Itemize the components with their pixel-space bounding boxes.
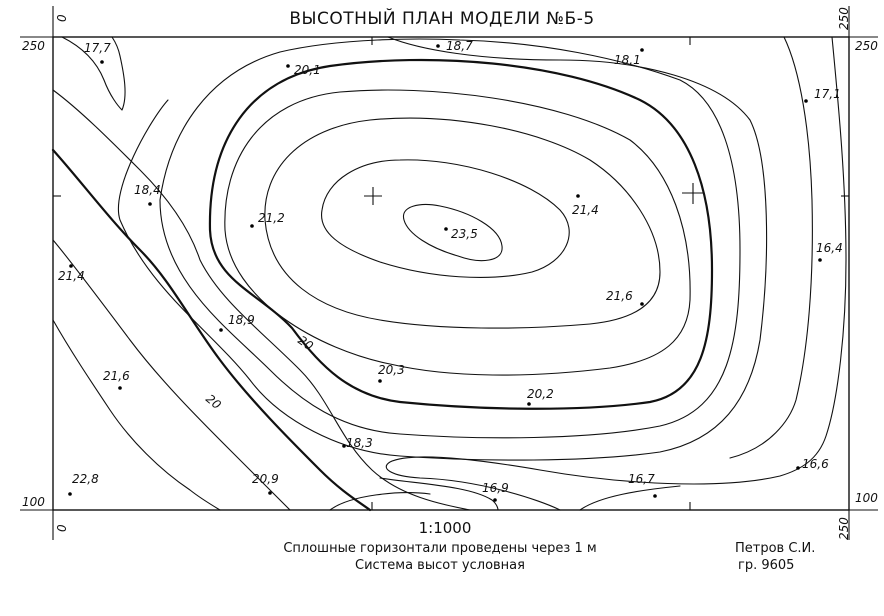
spot-height-label: 18,9	[228, 313, 255, 327]
contour-ring	[159, 38, 741, 439]
spot-dot	[527, 402, 531, 406]
contour-edge	[52, 89, 471, 511]
spot-dot	[640, 48, 644, 52]
spot-dot	[436, 44, 440, 48]
spot-dot	[286, 64, 290, 68]
spot-height-label: 23,5	[451, 227, 478, 241]
spot-height-label: 18,3	[346, 436, 373, 450]
spot-dot	[796, 466, 800, 470]
elevation-system-note: Система высот условная	[355, 558, 525, 573]
contour-label: 20	[203, 392, 224, 413]
spot-dot	[804, 99, 808, 103]
contour-edge	[729, 36, 813, 459]
spot-height-label: 22,8	[72, 472, 99, 486]
contour-edge	[52, 319, 221, 511]
spot-height-label: 18,7	[446, 39, 473, 53]
contour-index	[51, 148, 372, 512]
contour-ring	[264, 117, 661, 329]
spot-height-label: 16,4	[816, 241, 843, 255]
contour-summit	[403, 203, 503, 262]
map-frame	[52, 36, 850, 511]
spot-height-label: 17,1	[814, 87, 841, 101]
spot-dot	[148, 202, 152, 206]
corner-label-right-bottom: 100	[855, 491, 878, 505]
spot-dot	[653, 494, 657, 498]
spot-dot	[493, 498, 497, 502]
corner-label-top-right: 250	[837, 7, 851, 30]
spot-height-label: 21,6	[103, 369, 130, 383]
spot-height-label: 17,7	[84, 41, 111, 55]
spot-height-label: 20,9	[252, 472, 279, 486]
spot-height-label: 18,1	[614, 53, 641, 67]
spot-dot	[250, 224, 254, 228]
spot-dot	[69, 264, 73, 268]
spot-dot	[818, 258, 822, 262]
spot-heights: 17,7 18,7 20,1 18,1 17,1 18,4 21,2 23,5 …	[58, 39, 843, 502]
author-name: Петров С.И.	[735, 541, 815, 556]
spot-dot	[640, 302, 644, 306]
contour-valley	[329, 492, 431, 511]
corner-label-left-top: 250	[22, 39, 45, 53]
corner-label-bottom-right: 250	[837, 517, 851, 540]
corner-label-right-top: 250	[855, 39, 878, 53]
contour-interval-note: Сплошные горизонтали проведены через 1 м	[283, 541, 596, 556]
contour-ring	[117, 36, 768, 461]
spot-dot	[576, 194, 580, 198]
spot-dot	[118, 386, 122, 390]
contour-edge	[385, 36, 847, 511]
spot-dot	[219, 328, 223, 332]
spot-dot	[68, 492, 72, 496]
map-scale: 1:1000	[419, 519, 472, 537]
contour-index	[208, 58, 714, 410]
spot-height-label: 21,4	[58, 269, 85, 283]
contour-edge	[52, 239, 291, 511]
spot-height-label: 21,6	[606, 289, 633, 303]
spot-height-label: 20,1	[294, 63, 321, 77]
contour-lines	[51, 36, 847, 512]
contour-ring	[224, 89, 691, 376]
map-title: ВЫСОТНЫЙ ПЛАН МОДЕЛИ №Б-5	[289, 7, 594, 29]
contour-edge	[61, 36, 126, 111]
spot-dot	[268, 491, 272, 495]
spot-height-label: 21,4	[572, 203, 599, 217]
grid-cross	[364, 187, 382, 205]
spot-dot	[378, 379, 382, 383]
spot-dot	[100, 60, 104, 64]
spot-height-label: 16,9	[482, 481, 509, 495]
grid-cross	[682, 183, 704, 204]
contour-ring	[321, 159, 570, 278]
spot-height-label: 16,7	[628, 472, 655, 486]
corner-label-top-left: 0	[55, 14, 69, 22]
spot-height-label: 16,6	[802, 457, 829, 471]
spot-height-label: 20,2	[527, 387, 554, 401]
spot-height-label: 18,4	[134, 183, 161, 197]
spot-height-label: 21,2	[258, 211, 285, 225]
spot-dot	[444, 227, 448, 231]
spot-dot	[342, 444, 346, 448]
contour-edge	[579, 485, 681, 511]
corner-label-left-bottom: 100	[22, 495, 45, 509]
corner-label-bottom-left: 0	[55, 524, 69, 532]
spot-height-label: 20,3	[378, 363, 405, 377]
author-group: гр. 9605	[738, 558, 794, 573]
contour-valley	[379, 477, 499, 511]
